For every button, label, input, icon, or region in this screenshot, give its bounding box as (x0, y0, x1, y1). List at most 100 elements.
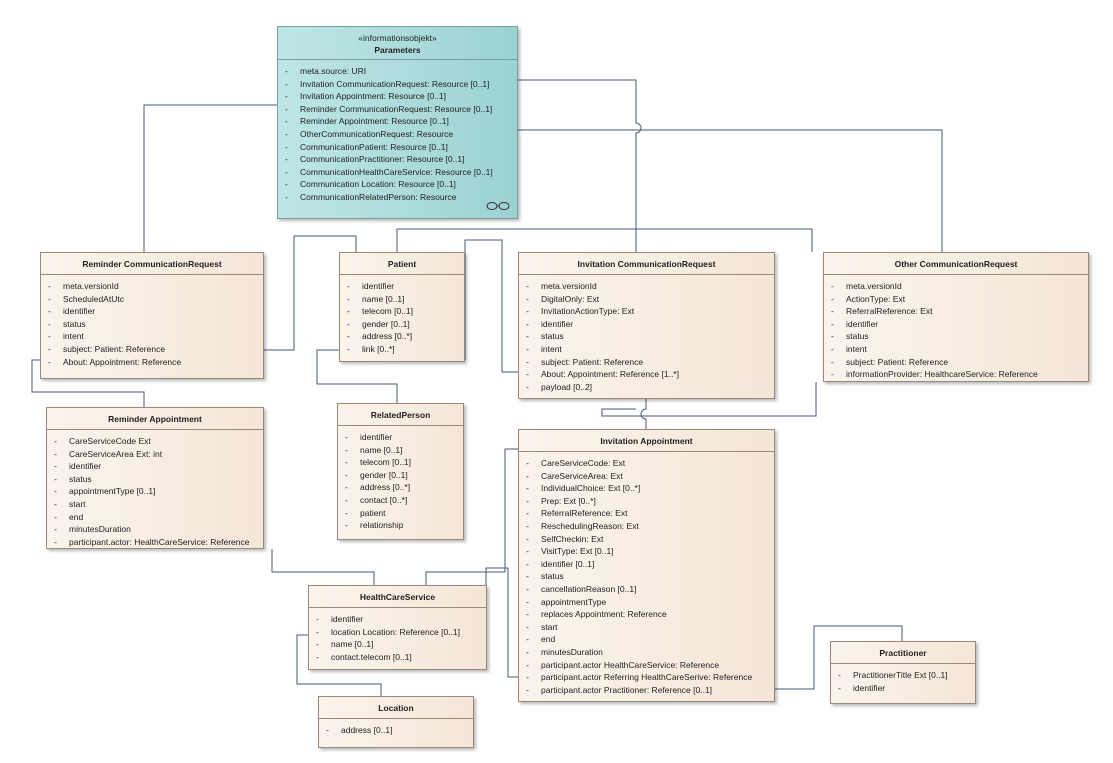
class-patient[interactable]: Patient identifier name [0..1] telecom [… (339, 252, 465, 362)
class-header: «informationsobjekt» Parameters (278, 27, 517, 60)
class-reminder-appointment[interactable]: Reminder Appointment CareServiceCode Ext… (46, 407, 264, 549)
connector-healthcare-location (296, 634, 382, 696)
class-name: Patient (340, 253, 464, 275)
connector-other-request-appointment (601, 382, 817, 417)
class-name: Reminder CommunicationRequest (41, 253, 263, 275)
class-other-communication-request[interactable]: Other CommunicationRequest meta.versionI… (823, 252, 1089, 382)
class-location[interactable]: Location address [0..1] (318, 696, 474, 748)
attribute: status (519, 570, 774, 583)
attribute: CareServiceCode: Ext (519, 457, 774, 470)
class-reminder-communication-request[interactable]: Reminder CommunicationRequest meta.versi… (40, 252, 264, 379)
attribute: ScheduledAtUtc (41, 293, 263, 306)
composite-glyph-icon (486, 202, 510, 210)
attribute: informationProvider: HealthcareService: … (824, 368, 1088, 381)
attribute: meta.versionId (41, 280, 263, 293)
attribute: meta.versionId (519, 280, 774, 293)
attribute: subject: Patient: Reference (519, 356, 774, 369)
attribute-list: meta.versionId ScheduledAtUtc identifier… (41, 275, 263, 368)
attribute: identifier (831, 682, 975, 695)
attribute-list: meta.source: URI Invitation Communicatio… (278, 60, 517, 204)
class-name: Invitation CommunicationRequest (519, 253, 774, 275)
class-name: HealthCareService (309, 586, 486, 608)
attribute-list: identifier location Location: Reference … (309, 608, 486, 663)
attribute: participant.actor Referring HealthCareSe… (519, 671, 774, 684)
attribute: Communication Location: Resource [0..1] (278, 178, 517, 191)
attribute: payload [0..2] (519, 381, 774, 394)
attribute-list: address [0..1] (319, 719, 473, 737)
connector-reminder-request-patient (264, 235, 357, 351)
connector-appointment-practitioner (775, 625, 903, 690)
attribute: OtherCommunicationRequest: Resource (278, 128, 517, 141)
attribute-list: meta.versionId ActionType: Ext ReferralR… (824, 275, 1088, 381)
class-name: Practitioner (831, 642, 975, 664)
connector-healthcare-invitation-appointment-a (425, 448, 518, 585)
class-name: Location (319, 697, 473, 719)
attribute: address [0..*] (338, 481, 463, 494)
attribute: VisitType: Ext [0..1] (519, 545, 774, 558)
attribute: CommunicationRelatedPerson: Resource (278, 191, 517, 204)
attribute: status (41, 318, 263, 331)
class-related-person[interactable]: RelatedPerson identifier name [0..1] tel… (337, 403, 464, 540)
attribute: identifier [0..1] (519, 558, 774, 571)
attribute: CommunicationHealthCareService: Resource… (278, 166, 517, 179)
class-name: Invitation Appointment (519, 430, 774, 452)
attribute: name [0..1] (309, 638, 486, 651)
attribute: meta.versionId (824, 280, 1088, 293)
attribute: status (519, 330, 774, 343)
attribute: InvitationActionType: Ext (519, 305, 774, 318)
attribute: ReferralReference: Ext (519, 507, 774, 520)
connector-patient-subject (464, 239, 518, 373)
class-name: Reminder Appointment (47, 408, 263, 430)
attribute: end (47, 511, 263, 524)
attribute: location Location: Reference [0..1] (309, 626, 486, 639)
attribute: ReferralReference: Ext (824, 305, 1088, 318)
connector-invitation-request-appointment (640, 399, 647, 429)
attribute: telecom [0..1] (338, 456, 463, 469)
attribute-list: CareServiceCode Ext CareServiceArea Ext:… (47, 430, 263, 548)
class-healthcare-service[interactable]: HealthCareService identifier location Lo… (308, 585, 487, 670)
class-name: Parameters (374, 45, 421, 55)
attribute: SelfCheckin: Ext (519, 533, 774, 546)
class-invitation-communication-request[interactable]: Invitation CommunicationRequest meta.ver… (518, 252, 775, 399)
attribute: address [0..*] (340, 330, 464, 343)
attribute: identifier (309, 613, 486, 626)
attribute: replaces Appointment: Reference (519, 608, 774, 621)
attribute: contact.telecom [0..1] (309, 651, 486, 664)
connector-reminder-request-appointment (31, 359, 145, 407)
attribute: Prep: Ext [0..*] (519, 495, 774, 508)
attribute: address [0..1] (319, 724, 473, 737)
attribute: patient (338, 507, 463, 520)
attribute: status (824, 330, 1088, 343)
class-name: Other CommunicationRequest (824, 253, 1088, 275)
attribute: identifier (41, 305, 263, 318)
class-parameters[interactable]: «informationsobjekt» Parameters meta.sou… (277, 26, 518, 219)
attribute: participant.actor: HealthCareService: Re… (47, 536, 263, 549)
attribute: CommunicationPatient: Resource [0..1] (278, 141, 517, 154)
attribute: minutesDuration (47, 523, 263, 536)
attribute: ReschedulingReason: Ext (519, 520, 774, 533)
attribute: gender [0..1] (338, 469, 463, 482)
attribute: CareServiceArea Ext: int (47, 448, 263, 461)
attribute: About: Appointment: Reference [1..*] (519, 368, 774, 381)
class-practitioner[interactable]: Practitioner PractitionerTitle Ext [0..1… (830, 641, 976, 704)
attribute: Reminder CommunicationRequest: Resource … (278, 103, 517, 116)
attribute: subject: Patient: Reference (41, 343, 263, 356)
attribute: name [0..1] (340, 293, 464, 306)
attribute: participant.actor Practitioner: Referenc… (519, 684, 774, 697)
attribute-list: PractitionerTitle Ext [0..1] identifier (831, 664, 975, 694)
attribute: identifier (340, 280, 464, 293)
attribute: telecom [0..1] (340, 305, 464, 318)
attribute: name [0..1] (338, 444, 463, 457)
attribute: appointmentType (519, 596, 774, 609)
attribute: identifier (47, 460, 263, 473)
attribute: intent (519, 343, 774, 356)
connector-reminder-appointment-healthcare (271, 549, 375, 585)
attribute: ActionType: Ext (824, 293, 1088, 306)
attribute: cancellationReason [0..1] (519, 583, 774, 596)
attribute: subject: Patient: Reference (824, 356, 1088, 369)
attribute: start (47, 498, 263, 511)
attribute: identifier (519, 318, 774, 331)
class-invitation-appointment[interactable]: Invitation Appointment CareServiceCode: … (518, 429, 775, 702)
class-stereotype: «informationsobjekt» (358, 33, 437, 43)
